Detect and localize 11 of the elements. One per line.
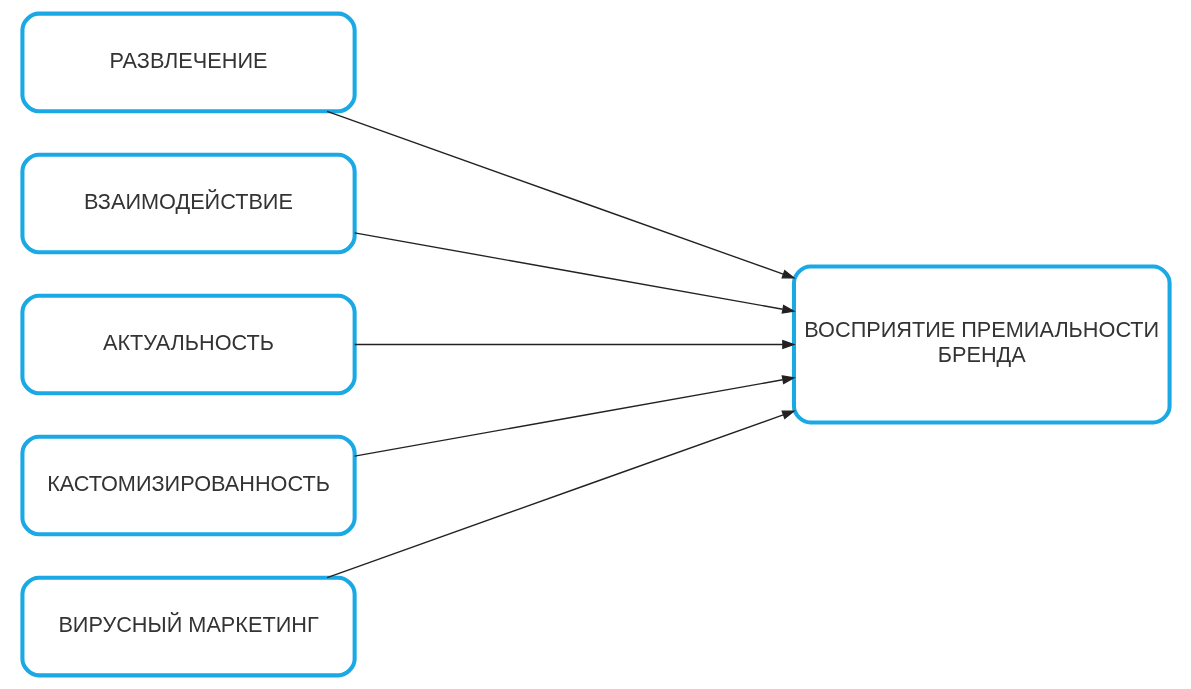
node-box: КАСТОМИЗИРОВАННОСТЬ — [19, 434, 357, 537]
node-box: ВИРУСНЫЙ МАРКЕТИНГ — [19, 575, 357, 678]
node-box: АКТУАЛЬНОСТЬ — [19, 293, 357, 396]
arrow — [353, 232, 796, 314]
arrow — [353, 375, 796, 457]
arrow — [325, 410, 796, 579]
node-box: ВОСПРИЯТИЕ ПРЕМИАЛЬНОСТИ БРЕНДА — [791, 264, 1172, 425]
arrow — [325, 110, 796, 279]
node-box: РАЗВЛЕЧЕНИЕ — [19, 11, 357, 114]
arrow — [353, 339, 796, 350]
node-box: ВЗАИМОДЕЙСТВИЕ — [19, 152, 357, 255]
